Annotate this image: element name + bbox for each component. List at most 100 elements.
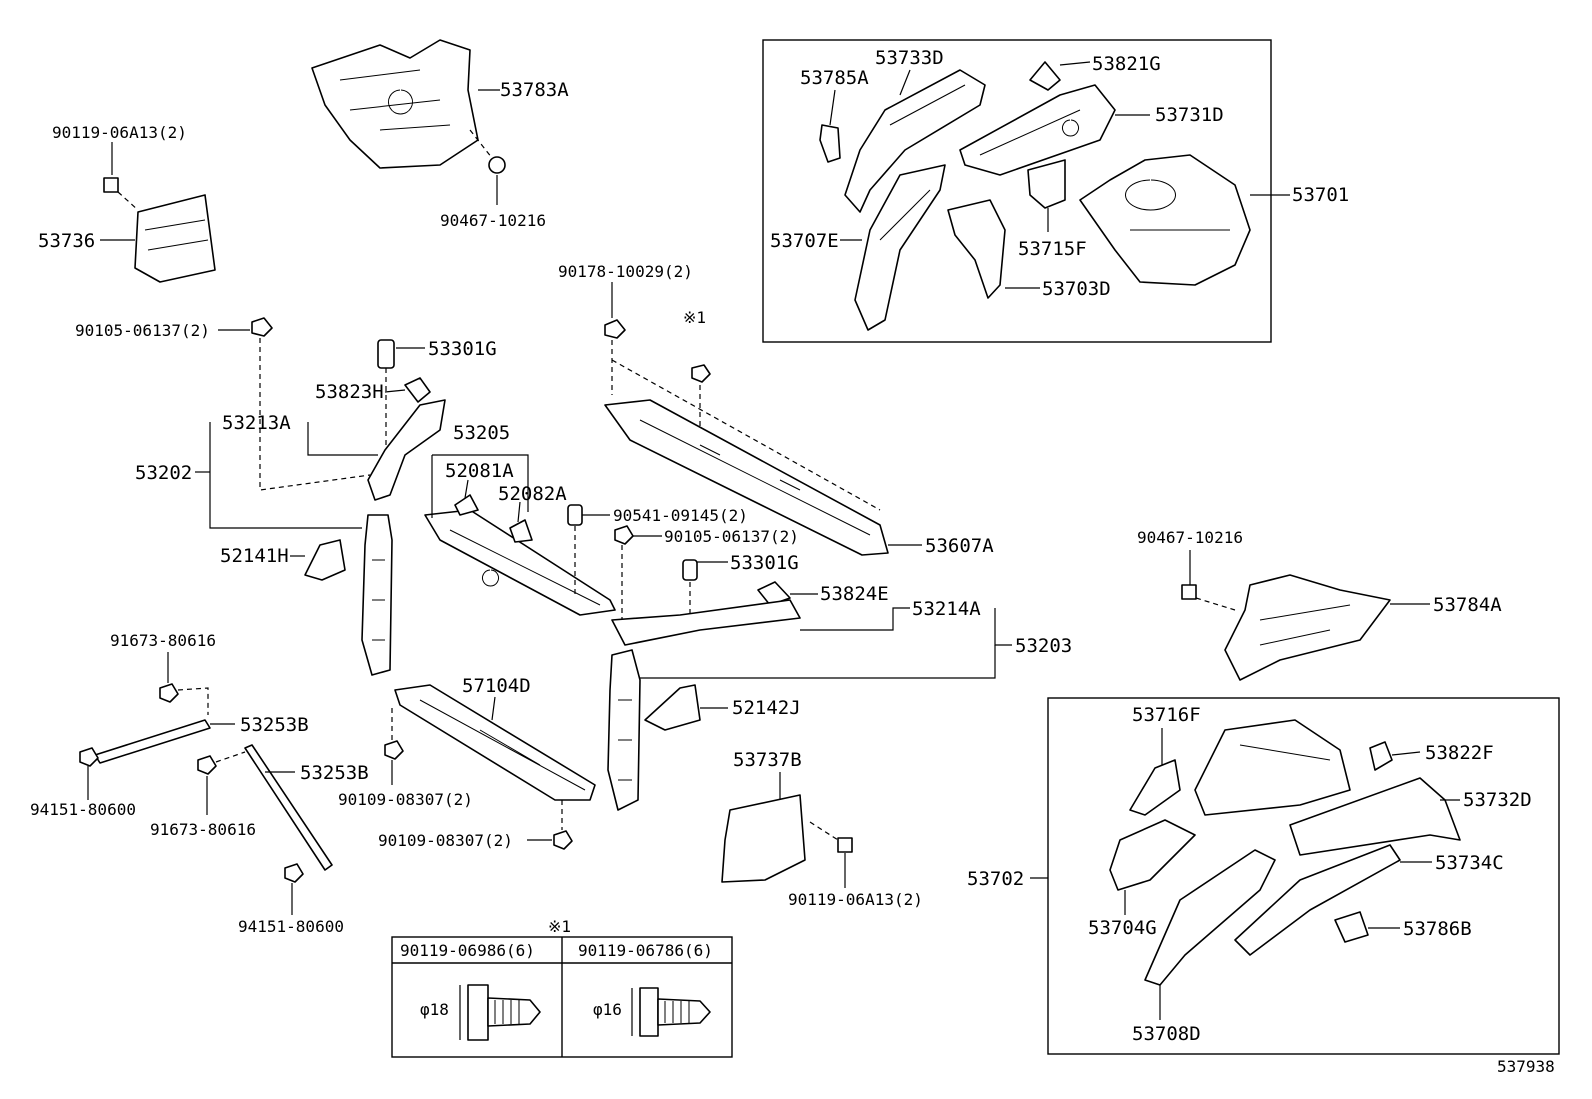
label-53732D: 53732D	[1463, 789, 1532, 811]
label-91673-80616-b: 91673-80616	[150, 820, 256, 839]
part-53707E	[854, 164, 946, 331]
part-52082A	[509, 519, 533, 543]
label-53214A: 53214A	[912, 598, 981, 620]
label-53607A: 53607A	[925, 535, 994, 557]
part-53253B-b	[244, 744, 333, 871]
label-90105-06137-b: 90105-06137(2)	[664, 527, 799, 546]
label-53702: 53702	[967, 868, 1024, 890]
note1-mark-b: ※1	[548, 917, 571, 936]
label-53253B-b: 53253B	[300, 762, 369, 784]
part-53715F	[1027, 159, 1066, 209]
part-53253B-a	[94, 719, 211, 764]
label-90119-06A13-b: 90119-06A13(2)	[788, 890, 923, 909]
note1-mark-a: ※1	[683, 308, 706, 327]
label-52081A: 52081A	[445, 460, 514, 482]
part-53733D	[844, 69, 986, 213]
label-90467-10216-a: 90467-10216	[440, 211, 546, 230]
part-53732D	[1289, 777, 1461, 856]
part-53734C	[1234, 844, 1401, 956]
screw-90119-06A13-b	[809, 821, 853, 853]
label-90109-08307-a: 90109-08307(2)	[338, 790, 473, 809]
clip-90467-10216-a	[469, 129, 506, 174]
part-53607A	[604, 399, 889, 556]
part-53214A	[611, 599, 801, 646]
label-53733D: 53733D	[875, 47, 944, 69]
part-53786B	[1334, 911, 1369, 943]
label-53783A: 53783A	[500, 79, 569, 101]
label-53203: 53203	[1015, 635, 1072, 657]
part-53823H	[404, 377, 431, 403]
part-53824E	[757, 581, 791, 606]
part-53822F	[1369, 741, 1393, 771]
part-53213A	[367, 399, 446, 501]
label-53823H: 53823H	[315, 381, 384, 403]
diameter-2: φ16	[593, 1000, 622, 1019]
bolt-90109-08307-a	[384, 708, 404, 760]
part-52141H	[304, 539, 346, 581]
label-53213A: 53213A	[222, 412, 291, 434]
label-53715F: 53715F	[1018, 238, 1087, 260]
label-53703D: 53703D	[1042, 278, 1111, 300]
part-53731D	[959, 84, 1116, 176]
label-53708D: 53708D	[1132, 1023, 1201, 1045]
part-53704G-upper	[1194, 719, 1351, 816]
label-53202: 53202	[135, 462, 192, 484]
label-53784A: 53784A	[1433, 594, 1502, 616]
label-52082A: 52082A	[498, 483, 567, 505]
part-52142J	[644, 684, 701, 731]
part-53716F	[1129, 759, 1181, 816]
part-53737B	[721, 794, 806, 883]
label-53824E: 53824E	[820, 583, 889, 605]
label-90105-06137-a: 90105-06137(2)	[75, 321, 210, 340]
label-90541-09145: 90541-09145(2)	[613, 506, 748, 525]
label-53822F: 53822F	[1425, 742, 1494, 764]
clip-90467-10216-b	[1181, 584, 1236, 611]
label-94151-80600-b: 94151-80600	[238, 917, 344, 936]
screw-90119-06A13-a	[103, 177, 139, 211]
label-94151-80600-a: 94151-80600	[30, 800, 136, 819]
diameter-1: φ18	[420, 1000, 449, 1019]
label-90109-08307-b: 90109-08307(2)	[378, 831, 513, 850]
label-53253B-a: 53253B	[240, 714, 309, 736]
nut-94151-80600-b	[284, 863, 304, 883]
label-53716F: 53716F	[1132, 704, 1201, 726]
label-53301G-a: 53301G	[428, 338, 497, 360]
label-53707E: 53707E	[770, 230, 839, 252]
part-53203	[607, 649, 641, 811]
bolt-note1	[691, 364, 711, 430]
part-53704G	[1109, 819, 1196, 891]
bolt-90109-08307-b	[553, 800, 573, 850]
part-53708D	[1144, 849, 1276, 986]
bolt-reference-table: ※1 90119-06986(6) 90119-06786(6) φ18 φ16	[391, 917, 733, 1058]
spacer-53301G-b	[682, 559, 698, 618]
part-53783A	[311, 39, 479, 169]
nut-90178-10029	[604, 319, 881, 511]
label-53301G-b: 53301G	[730, 552, 799, 574]
label-90467-10216-b: 90467-10216	[1137, 528, 1243, 547]
label-53731D: 53731D	[1155, 104, 1224, 126]
part-53784A	[1224, 574, 1391, 681]
label-53701: 53701	[1292, 184, 1349, 206]
label-53704G: 53704G	[1088, 917, 1157, 939]
label-57104D: 57104D	[462, 675, 531, 697]
label-53736: 53736	[38, 230, 95, 252]
lower-right-group-box	[1047, 697, 1560, 1055]
label-90119-06A13-a: 90119-06A13(2)	[52, 123, 187, 142]
part-52081A	[454, 494, 479, 516]
label-90178-10029: 90178-10029(2)	[558, 262, 693, 281]
label-91673-80616-a: 91673-80616	[110, 631, 216, 650]
table-header-2: 90119-06786(6)	[578, 941, 713, 960]
bolt-90105-06137-a	[251, 317, 371, 491]
label-52141H: 52141H	[220, 545, 289, 567]
label-53785A: 53785A	[800, 67, 869, 89]
label-53821G: 53821G	[1092, 53, 1161, 75]
label-52142J: 52142J	[732, 697, 801, 719]
label-53786B: 53786B	[1403, 918, 1472, 940]
label-53734C: 53734C	[1435, 852, 1504, 874]
nut-94151-80600-a	[79, 747, 99, 767]
part-53202	[361, 514, 393, 676]
part-labels: 53783A 90119-06A13(2) 90467-10216 53736 …	[30, 47, 1532, 1045]
diagram-id: 537938	[1497, 1057, 1555, 1076]
label-53737B: 53737B	[733, 749, 802, 771]
